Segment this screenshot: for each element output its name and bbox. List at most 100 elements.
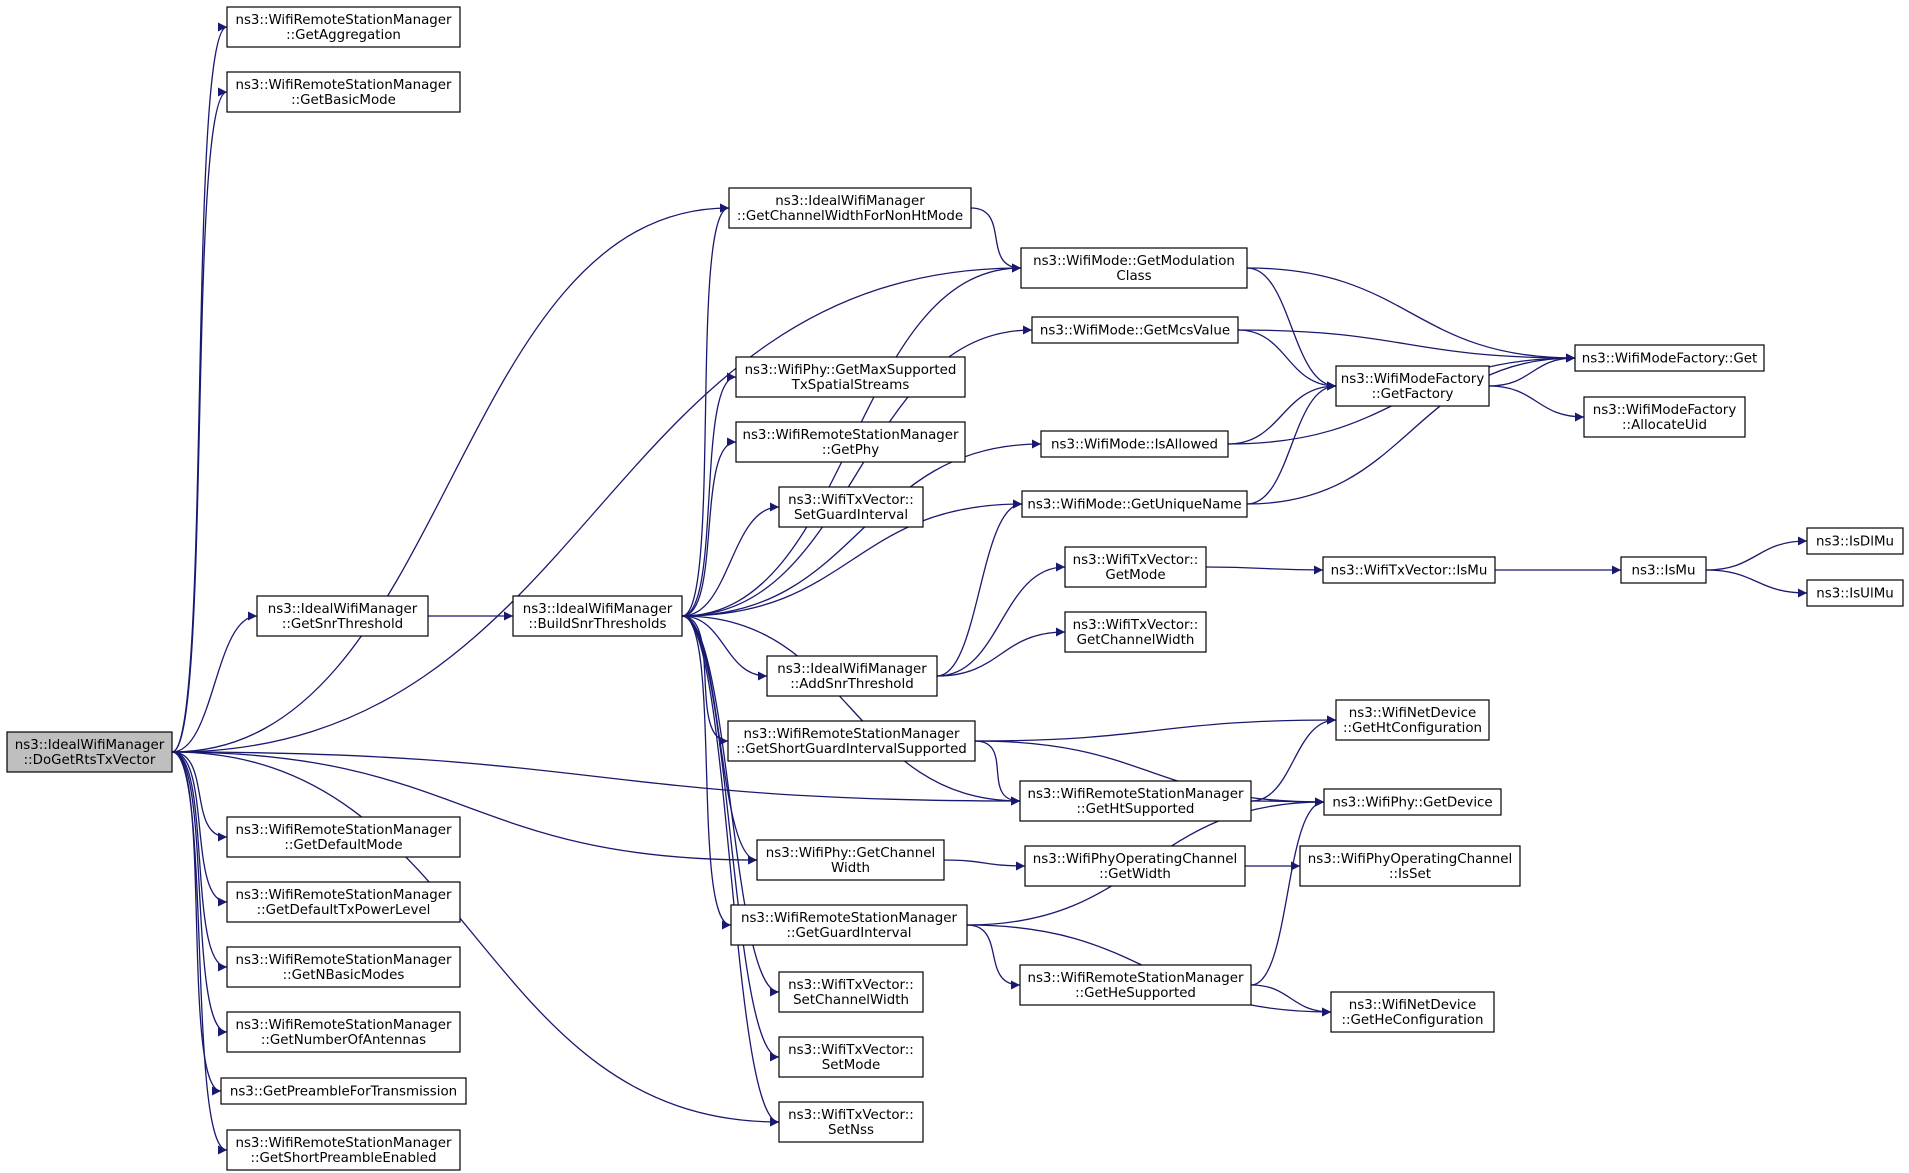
edge-build-snr-thresholds-to-set-guard-interval xyxy=(681,502,780,617)
edge-root-to-get-channel-width-for-non-ht-mode xyxy=(171,203,730,753)
node-box xyxy=(1335,365,1490,407)
node-get-he-configuration[interactable]: ns3::WifiNetDevice::GetHeConfiguration xyxy=(1330,991,1495,1033)
node-label-line: ns3::WifiMode::GetModulation xyxy=(1033,254,1235,269)
node-tx-is-mu[interactable]: ns3::WifiTxVector::IsMu xyxy=(1322,556,1496,584)
node-is-allowed[interactable]: ns3::WifiMode::IsAllowed xyxy=(1040,430,1229,458)
node-get-width[interactable]: ns3::WifiPhyOperatingChannel::GetWidth xyxy=(1024,845,1246,887)
edge-get-short-guard-interval-supported-to-get-ht-configuration xyxy=(974,715,1337,742)
edge-get-ht-supported-to-get-ht-configuration xyxy=(1250,715,1337,802)
node-label-line: ::GetDefaultMode xyxy=(284,838,402,853)
node-box xyxy=(256,595,429,637)
node-is-ul-mu[interactable]: ns3::IsUlMu xyxy=(1806,579,1904,607)
node-box xyxy=(730,904,968,946)
node-get-short-preamble-enabled[interactable]: ns3::WifiRemoteStationManager::GetShortP… xyxy=(226,1129,461,1171)
node-get-basic-mode[interactable]: ns3::WifiRemoteStationManager::GetBasicM… xyxy=(226,71,461,113)
node-is-set[interactable]: ns3::WifiPhyOperatingChannel::IsSet xyxy=(1299,845,1521,887)
node-get-short-guard-interval-supported[interactable]: ns3::WifiRemoteStationManager::GetShortG… xyxy=(727,720,976,762)
node-box xyxy=(735,421,966,463)
node-box xyxy=(735,356,966,398)
node-is-dl-mu[interactable]: ns3::IsDlMu xyxy=(1806,527,1904,555)
node-phy-get-device[interactable]: ns3::WifiPhy::GetDevice xyxy=(1323,788,1502,816)
node-add-snr-threshold[interactable]: ns3::IdealWifiManager::AddSnrThreshold xyxy=(766,655,938,697)
node-label-line: ns3::WifiRemoteStationManager xyxy=(235,953,452,968)
edge-root-to-phy-get-channel-width xyxy=(171,751,758,865)
node-is-mu[interactable]: ns3::IsMu xyxy=(1620,556,1707,584)
edge-build-snr-thresholds-to-get-ht-supported xyxy=(681,615,1021,806)
node-label-line: ns3::WifiRemoteStationManager xyxy=(235,888,452,903)
node-label-line: ns3::WifiTxVector:: xyxy=(1073,618,1199,633)
node-get-number-of-antennas[interactable]: ns3::WifiRemoteStationManager::GetNumber… xyxy=(226,1011,461,1053)
node-get-max-supported-tx-spatial-streams[interactable]: ns3::WifiPhy::GetMaxSupportedTxSpatialSt… xyxy=(735,356,966,398)
node-get-guard-interval[interactable]: ns3::WifiRemoteStationManager::GetGuardI… xyxy=(730,904,968,946)
node-get-he-supported[interactable]: ns3::WifiRemoteStationManager::GetHeSupp… xyxy=(1019,964,1252,1006)
node-box xyxy=(727,720,976,762)
node-label-line: ::GetNBasicModes xyxy=(283,968,405,983)
node-get-ht-configuration[interactable]: ns3::WifiNetDevice::GetHtConfiguration xyxy=(1335,699,1490,741)
node-get-channel-width-for-non-ht-mode[interactable]: ns3::IdealWifiManager::GetChannelWidthFo… xyxy=(728,187,972,229)
node-set-channel-width[interactable]: ns3::WifiTxVector::SetChannelWidth xyxy=(778,971,924,1013)
node-get-ht-supported[interactable]: ns3::WifiRemoteStationManager::GetHtSupp… xyxy=(1019,780,1252,822)
node-build-snr-thresholds[interactable]: ns3::IdealWifiManager::BuildSnrThreshold… xyxy=(512,595,683,637)
edge-get-factory-to-allocate-uid xyxy=(1488,385,1585,422)
node-label-line: SetChannelWidth xyxy=(793,993,909,1008)
node-label-line: ns3::WifiRemoteStationManager xyxy=(235,1018,452,1033)
node-box xyxy=(1335,699,1490,741)
edge-build-snr-thresholds-to-get-unique-name xyxy=(681,499,1023,617)
edge-root-to-get-aggregation xyxy=(171,22,228,753)
node-set-nss[interactable]: ns3::WifiTxVector::SetNss xyxy=(778,1101,924,1143)
node-box xyxy=(1806,527,1904,555)
edge-get-unique-name-to-get-factory xyxy=(1246,381,1337,505)
node-factory-get[interactable]: ns3::WifiModeFactory::Get xyxy=(1574,344,1765,372)
node-label-line: ns3::WifiTxVector:: xyxy=(788,493,914,508)
node-label-line: ::GetNumberOfAntennas xyxy=(261,1033,426,1048)
node-label-line: ns3::WifiNetDevice xyxy=(1349,998,1476,1013)
node-label-line: ::GetShortPreambleEnabled xyxy=(251,1151,437,1166)
node-box xyxy=(1064,611,1207,653)
edge-get-mcs-value-to-get-factory xyxy=(1237,329,1337,391)
node-get-mcs-value[interactable]: ns3::WifiMode::GetMcsValue xyxy=(1031,316,1239,344)
node-label-line: ns3::IdealWifiManager xyxy=(523,602,673,617)
node-get-preamble-for-transmission[interactable]: ns3::GetPreambleForTransmission xyxy=(220,1077,467,1105)
node-label-line: ns3::WifiTxVector:: xyxy=(788,1108,914,1123)
node-label-line: ::GetBasicMode xyxy=(291,93,396,108)
node-box xyxy=(226,946,461,988)
node-label-line: ns3::WifiModeFactory xyxy=(1593,403,1737,418)
node-box xyxy=(226,6,461,48)
node-box xyxy=(1024,845,1246,887)
edge-root-to-set-nss xyxy=(171,751,780,1127)
node-tx-get-channel-width[interactable]: ns3::WifiTxVector::GetChannelWidth xyxy=(1064,611,1207,653)
edge-build-snr-thresholds-to-get-phy xyxy=(681,437,737,617)
edge-build-snr-thresholds-to-get-guard-interval xyxy=(681,615,732,930)
node-box xyxy=(226,1129,461,1171)
node-label-line: GetChannelWidth xyxy=(1077,633,1195,648)
node-label-line: ::GetChannelWidthForNonHtMode xyxy=(737,209,963,224)
edge-get-mcs-value-to-factory-get xyxy=(1237,329,1576,363)
node-box xyxy=(778,1101,924,1143)
node-get-snr-threshold[interactable]: ns3::IdealWifiManager::GetSnrThreshold xyxy=(256,595,429,637)
node-label-line: ::GetPhy xyxy=(822,443,879,458)
node-root[interactable]: ns3::IdealWifiManager::DoGetRtsTxVector xyxy=(6,731,173,773)
node-set-mode[interactable]: ns3::WifiTxVector::SetMode xyxy=(778,1036,924,1078)
node-get-default-tx-power-level[interactable]: ns3::WifiRemoteStationManager::GetDefaul… xyxy=(226,881,461,923)
node-label-line: ns3::IdealWifiManager xyxy=(775,194,925,209)
node-get-factory[interactable]: ns3::WifiModeFactory::GetFactory xyxy=(1335,365,1490,407)
node-tx-get-mode[interactable]: ns3::WifiTxVector::GetMode xyxy=(1064,546,1207,588)
node-phy-get-channel-width[interactable]: ns3::WifiPhy::GetChannelWidth xyxy=(756,839,945,881)
node-get-phy[interactable]: ns3::WifiRemoteStationManager::GetPhy xyxy=(735,421,966,463)
node-label-line: ns3::WifiPhyOperatingChannel xyxy=(1033,852,1238,867)
node-set-guard-interval[interactable]: ns3::WifiTxVector::SetGuardInterval xyxy=(778,486,924,528)
edge-get-modulation-class-to-get-factory xyxy=(1246,267,1337,391)
edge-root-to-get-basic-mode xyxy=(171,87,228,753)
node-get-nbasic-modes[interactable]: ns3::WifiRemoteStationManager::GetNBasic… xyxy=(226,946,461,988)
node-box xyxy=(1330,991,1495,1033)
node-label-line: ns3::IsDlMu xyxy=(1816,535,1894,550)
node-get-unique-name[interactable]: ns3::WifiMode::GetUniqueName xyxy=(1021,490,1248,518)
node-allocate-uid[interactable]: ns3::WifiModeFactory::AllocateUid xyxy=(1583,396,1746,438)
node-get-default-mode[interactable]: ns3::WifiRemoteStationManager::GetDefaul… xyxy=(226,816,461,858)
node-box xyxy=(1021,490,1248,518)
node-label-line: ::GetHeSupported xyxy=(1075,986,1196,1001)
node-label-line: ::GetShortGuardIntervalSupported xyxy=(736,742,967,757)
node-get-aggregation[interactable]: ns3::WifiRemoteStationManager::GetAggreg… xyxy=(226,6,461,48)
